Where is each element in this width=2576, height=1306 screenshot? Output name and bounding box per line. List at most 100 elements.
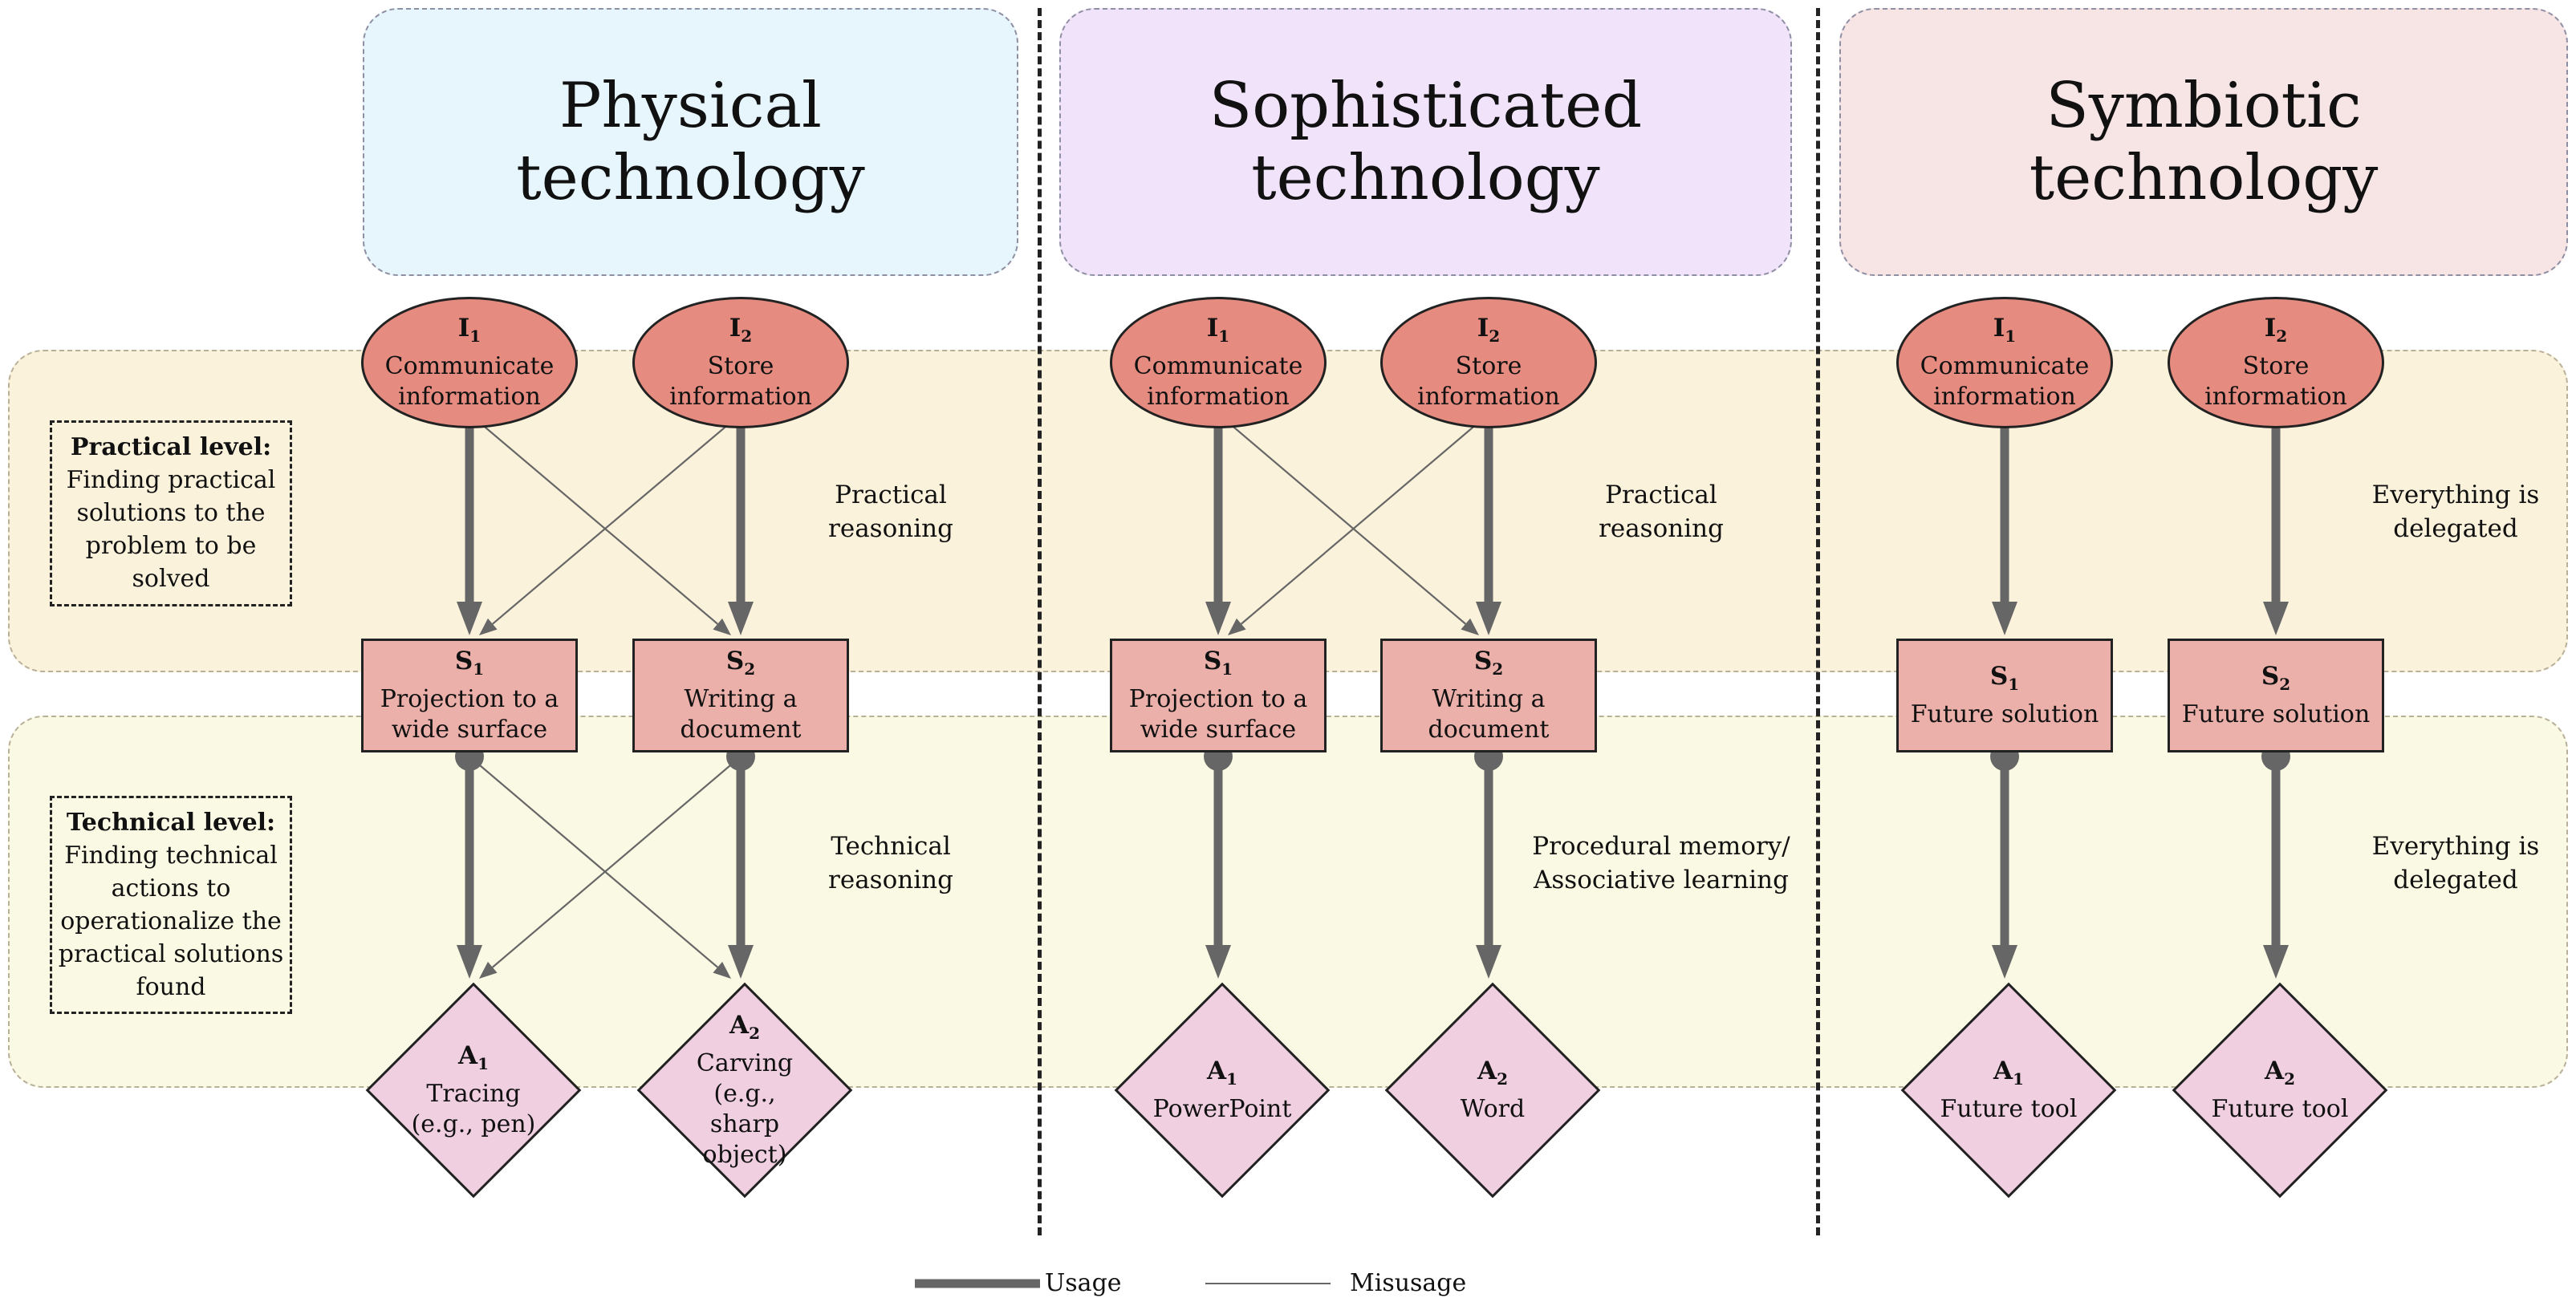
solution-label: Future solution <box>1910 700 2099 729</box>
intention-label: Communicate information <box>1133 352 1303 412</box>
physical-intention-1: I1 Communicate information <box>361 297 578 428</box>
symbol: I <box>729 313 742 343</box>
physical-usage-arrow-s2-a2-head <box>728 945 754 979</box>
subscript: 1 <box>2013 1069 2024 1089</box>
symbol: A <box>458 1040 478 1070</box>
symbol: A <box>2265 1056 2285 1085</box>
physical-technical-note: Technical reasoning <box>828 832 953 894</box>
symbol: A <box>1207 1056 1227 1085</box>
symbiotic-usage-arrow-s2-a2-head <box>2263 945 2289 979</box>
physical-intention-2: I2 Store information <box>632 297 849 428</box>
sophisticated-misusage-arrow-i1-s2-head <box>1461 618 1479 635</box>
technical-level-title: Technical level: <box>66 809 276 837</box>
physical-misusage-arrow-s2-a1-head <box>479 961 498 979</box>
subscript: 1 <box>1221 659 1233 679</box>
subscript: 1 <box>2005 326 2017 347</box>
action-label: Future tool <box>1940 1095 2078 1124</box>
sophisticated-usage-arrow-i2-s2-head <box>1476 602 1501 635</box>
practical-level-box: Practical level: Finding practical solut… <box>50 420 292 606</box>
subscript: 2 <box>1492 659 1504 679</box>
sophisticated-practical-note: Practical reasoning <box>1599 481 1724 543</box>
subscript: 1 <box>469 326 481 347</box>
physical-usage-arrow-i1-s1-head <box>457 602 482 635</box>
action-label: Carving (e.g., sharp object) <box>696 1049 794 1170</box>
physical-solution-2: S2 Writing a document <box>632 639 849 752</box>
symbol: I <box>1477 313 1489 343</box>
symbol: S <box>1989 661 2009 691</box>
sophisticated-intention-2: I2 Store information <box>1380 297 1597 428</box>
symbiotic-practical-note: Everything is delegated <box>2371 481 2540 543</box>
symbol: S <box>1203 646 1222 675</box>
subscript: 1 <box>477 1054 489 1074</box>
solution-label: Writing a document <box>680 685 802 744</box>
physical-solution-1: S1 Projection to a wide surface <box>361 639 578 752</box>
physical-misusage-arrow-i1-s2-head <box>713 618 731 635</box>
symbol: I <box>457 313 470 343</box>
subscript: 2 <box>2284 1069 2295 1089</box>
symbiotic-intention-1: I1 Communicate information <box>1896 297 2113 428</box>
physical-misusage-arrow-i2-s1-head <box>479 618 498 635</box>
column-separator <box>1038 8 1042 1235</box>
intention-label: Communicate information <box>1920 352 2090 412</box>
symbiotic-action-1: A1 Future tool <box>1900 982 2117 1199</box>
symbol: S <box>725 646 745 675</box>
sophisticated-technical-note: Procedural memory/ Associative learning <box>1532 832 1790 894</box>
technical-level-text: Finding technical actions to operational… <box>58 842 284 1001</box>
physical-misusage-arrow-i1-s2 <box>469 413 718 625</box>
intention-label: Store information <box>2204 352 2347 412</box>
action-label: Word <box>1460 1095 1526 1124</box>
solution-label: Projection to a wide surface <box>1128 685 1308 744</box>
legend-misusage-label: Misusage <box>1350 1269 1467 1297</box>
symbiotic-usage-arrow-i1-s1-head <box>1992 602 2017 635</box>
sophisticated-usage-arrow-i1-s1-head <box>1205 602 1231 635</box>
action-label: Future tool <box>2211 1095 2349 1124</box>
sophisticated-solution-1: S1 Projection to a wide surface <box>1110 639 1327 752</box>
solution-label: Projection to a wide surface <box>380 685 559 744</box>
technical-level-box: Technical level: Finding technical actio… <box>50 796 292 1014</box>
subscript: 2 <box>1497 1069 1508 1089</box>
physical-misusage-arrow-s2-a1 <box>492 756 742 968</box>
symbiotic-intention-2: I2 Store information <box>2168 297 2384 428</box>
sophisticated-misusage-arrow-i2-s1-head <box>1228 618 1246 635</box>
header-sophisticated-technology: Sophisticated technology <box>1059 8 1792 276</box>
symbol: I <box>1206 313 1219 343</box>
symbol: A <box>729 1010 750 1040</box>
sophisticated-usage-arrow-s1-a1-head <box>1205 945 1231 979</box>
practical-level-text: Finding practical solutions to the probl… <box>66 466 276 593</box>
physical-practical-note: Practical reasoning <box>828 481 953 543</box>
subscript: 2 <box>2276 326 2288 347</box>
sophisticated-misusage-arrow-i2-s1 <box>1241 413 1489 625</box>
sophisticated-misusage-arrow-i1-s2 <box>1217 413 1466 625</box>
sophisticated-action-1: A1 PowerPoint <box>1114 982 1331 1199</box>
symbiotic-usage-arrow-s1-a1-head <box>1992 945 2017 979</box>
symbiotic-solution-1: S1 Future solution <box>1896 639 2113 752</box>
symbol: S <box>1473 646 1493 675</box>
intention-label: Communicate information <box>384 352 555 412</box>
solution-label: Writing a document <box>1428 685 1550 744</box>
sophisticated-solution-2: S2 Writing a document <box>1380 639 1597 752</box>
subscript: 1 <box>1226 1069 1237 1089</box>
header-physical-technology: Physical technology <box>363 8 1018 276</box>
action-label: Tracing (e.g., pen) <box>411 1080 536 1139</box>
symbol: S <box>2261 661 2280 691</box>
subscript: 2 <box>1489 326 1501 347</box>
legend-usage-label: Usage <box>1045 1269 1122 1297</box>
subscript: 1 <box>2008 675 2020 695</box>
subscript: 2 <box>741 326 753 347</box>
practical-level-title: Practical level: <box>70 433 272 461</box>
subscript: 1 <box>473 659 485 679</box>
symbol: I <box>1993 313 2005 343</box>
symbol: A <box>1477 1056 1497 1085</box>
symbiotic-solution-2: S2 Future solution <box>2168 639 2384 752</box>
intention-label: Store information <box>1417 352 1560 412</box>
subscript: 1 <box>1218 326 1230 347</box>
symbol: I <box>2264 313 2277 343</box>
physical-action-1: A1 Tracing (e.g., pen) <box>365 982 582 1199</box>
physical-action-2: A2 Carving (e.g., sharp object) <box>636 982 853 1199</box>
action-label: PowerPoint <box>1152 1095 1292 1124</box>
symbiotic-technical-note: Everything is delegated <box>2371 832 2540 894</box>
symbiotic-usage-arrow-i2-s2-head <box>2263 602 2289 635</box>
physical-misusage-arrow-s1-a2-head <box>713 961 731 979</box>
sophisticated-action-2: A2 Word <box>1384 982 1601 1199</box>
subscript: 2 <box>2279 675 2291 695</box>
